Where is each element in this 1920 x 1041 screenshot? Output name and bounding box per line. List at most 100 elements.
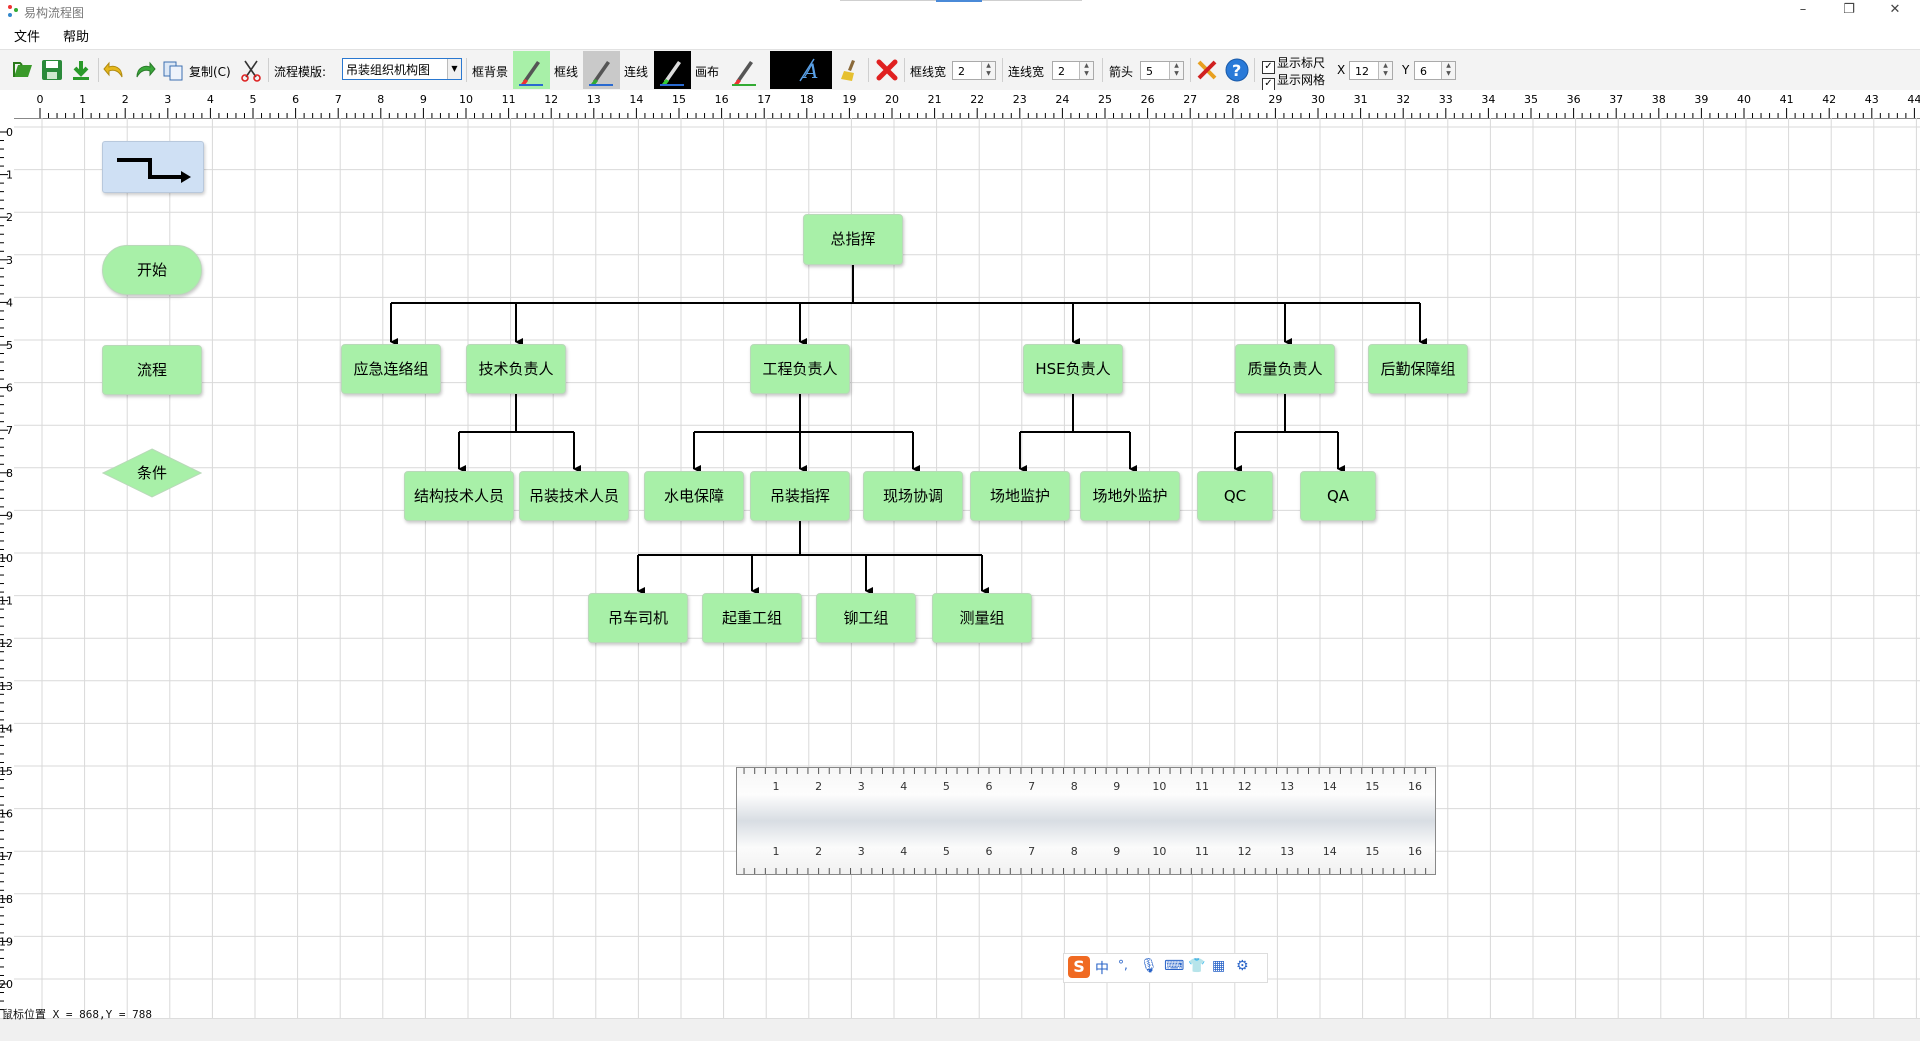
hruler-label: 0 [37, 93, 44, 106]
copy-icon[interactable] [160, 57, 186, 83]
org-node-riveting-crew[interactable]: 铆工组 [816, 593, 916, 643]
org-node-rigging-crew[interactable]: 起重工组 [702, 593, 802, 643]
close-button[interactable]: ✕ [1889, 2, 1901, 17]
box-bg-color-swatch[interactable] [513, 51, 550, 89]
skin-icon[interactable]: 👕 [1188, 958, 1206, 974]
chevron-down-icon[interactable]: ▼ [447, 59, 461, 79]
svg-text:?: ? [1232, 61, 1241, 80]
hruler-label: 7 [335, 93, 342, 106]
palette-start-shape[interactable]: 开始 [102, 245, 202, 295]
keyboard-icon[interactable]: ⌨ [1164, 958, 1185, 974]
org-node-survey-crew[interactable]: 测量组 [932, 593, 1032, 643]
download-icon[interactable] [68, 57, 94, 83]
org-node-quality-lead[interactable]: 质量负责人 [1235, 344, 1335, 394]
toolbar-separator [904, 58, 905, 82]
x-label: X [1337, 63, 1346, 77]
org-node-crane-operator[interactable]: 吊车司机 [588, 593, 688, 643]
open-icon[interactable] [10, 57, 36, 83]
spin-up-icon[interactable]: ▲ [1383, 62, 1388, 69]
ruler-widget-bottom-label: 13 [1280, 845, 1294, 858]
cut-icon[interactable] [238, 57, 264, 83]
hruler-label: 29 [1268, 93, 1282, 106]
ime-punctuation[interactable]: °, [1118, 958, 1128, 972]
settings-icon[interactable]: ⚙ [1236, 958, 1249, 974]
y-spinner[interactable]: 6 ▲▼ [1414, 61, 1456, 80]
delete-icon[interactable] [874, 57, 900, 83]
spin-down-icon[interactable]: ▼ [1446, 70, 1451, 77]
vruler-label: 13 [0, 680, 13, 693]
vruler-label: 2 [6, 211, 13, 224]
redo-icon[interactable] [131, 57, 157, 83]
copy-label[interactable]: 复制(C) [189, 65, 231, 79]
apps-grid-icon[interactable]: ▦ [1212, 958, 1226, 974]
connector-width-spinner[interactable]: 2 ▲▼ [1052, 61, 1094, 80]
hruler-label: 13 [587, 93, 601, 106]
show-grid-checkbox[interactable]: ✓显示网格 [1262, 71, 1325, 91]
org-node-site-coordination[interactable]: 现场协调 [863, 471, 963, 521]
hruler-label: 19 [842, 93, 856, 106]
hruler-label: 36 [1567, 93, 1581, 106]
org-node-engineering-lead[interactable]: 工程负责人 [750, 344, 850, 394]
palette-condition-shape[interactable]: 条件 [102, 448, 202, 498]
restore-button[interactable]: ❐ [1843, 2, 1855, 17]
box-line-color-swatch[interactable] [583, 51, 620, 89]
org-node-lifting-command[interactable]: 吊装指挥 [750, 471, 850, 521]
org-node-emergency[interactable]: 应急连络组 [341, 344, 441, 394]
ime-language[interactable]: 中 [1095, 961, 1109, 977]
org-node-site-monitor[interactable]: 场地监护 [970, 471, 1070, 521]
menu-file[interactable]: 文件 [14, 30, 41, 45]
connector-color-swatch[interactable] [654, 51, 691, 89]
org-node-structural-tech[interactable]: 结构技术人员 [404, 471, 514, 521]
org-node-root[interactable]: 总指挥 [803, 214, 903, 265]
save-icon[interactable] [39, 57, 65, 83]
hruler-label: 32 [1396, 93, 1410, 106]
arrow-size-spinner[interactable]: 5 ▲▼ [1140, 61, 1184, 80]
hruler-label: 17 [757, 93, 771, 106]
canvas-color-swatch[interactable] [726, 51, 763, 89]
palette-process-shape[interactable]: 流程 [102, 345, 202, 395]
box-line-width-spinner[interactable]: 2 ▲▼ [952, 61, 996, 80]
connector-line [1235, 394, 1338, 433]
org-node-hse-lead[interactable]: HSE负责人 [1023, 344, 1123, 394]
hruler-label: 24 [1055, 93, 1069, 106]
menu-help[interactable]: 帮助 [63, 30, 90, 45]
palette-connector-tool[interactable] [102, 141, 204, 193]
spin-down-icon[interactable]: ▼ [1174, 70, 1179, 77]
x-spinner[interactable]: 12 ▲▼ [1349, 61, 1393, 80]
org-node-utilities[interactable]: 水电保障 [644, 471, 744, 521]
spin-up-icon[interactable]: ▲ [1084, 62, 1089, 69]
font-color-swatch[interactable]: A [770, 51, 832, 89]
clear-brush-icon[interactable] [838, 57, 864, 83]
spin-up-icon[interactable]: ▲ [1446, 62, 1451, 69]
show-grid-label: 显示网格 [1277, 73, 1326, 87]
drawing-canvas[interactable]: 开始 流程 条件 总指挥 应急连络组 技术负责人 工程负责人 HSE负责人 质量… [14, 118, 1920, 1018]
org-node-qa[interactable]: QA [1300, 471, 1376, 521]
spin-down-icon[interactable]: ▼ [1383, 70, 1388, 77]
vruler-label: 14 [0, 722, 13, 735]
show-ruler-checkbox[interactable]: ✓显示标尺 [1262, 54, 1325, 74]
microphone-icon[interactable]: 🎙 [1140, 958, 1158, 974]
connectors [390, 265, 1427, 595]
box-bg-label: 框背景 [472, 65, 509, 79]
template-select[interactable]: 吊装组织机构图 ▼ [342, 58, 462, 80]
org-node-logistics[interactable]: 后勤保障组 [1368, 344, 1468, 394]
ime-logo-icon[interactable]: S [1068, 956, 1090, 978]
spin-down-icon[interactable]: ▼ [1084, 70, 1089, 77]
ruler-widget-top-label: 4 [900, 780, 907, 793]
ime-toolbar[interactable]: S 中 °, 🎙 ⌨ 👕 ▦ ⚙ [1063, 953, 1268, 983]
undo-icon[interactable] [102, 57, 128, 83]
org-node-lifting-tech[interactable]: 吊装技术人员 [519, 471, 629, 521]
minimize-button[interactable]: – [1799, 2, 1807, 17]
org-node-tech-lead[interactable]: 技术负责人 [466, 344, 566, 394]
help-icon[interactable]: ? [1224, 57, 1250, 83]
brush-icon [519, 61, 543, 86]
org-node-qc[interactable]: QC [1197, 471, 1273, 521]
org-node-offsite-monitor[interactable]: 场地外监护 [1080, 471, 1180, 521]
spin-down-icon[interactable]: ▼ [986, 70, 991, 77]
spin-up-icon[interactable]: ▲ [1174, 62, 1179, 69]
titlebar-accent [936, 0, 982, 2]
spin-up-icon[interactable]: ▲ [986, 62, 991, 69]
tools-icon[interactable] [1194, 57, 1220, 83]
